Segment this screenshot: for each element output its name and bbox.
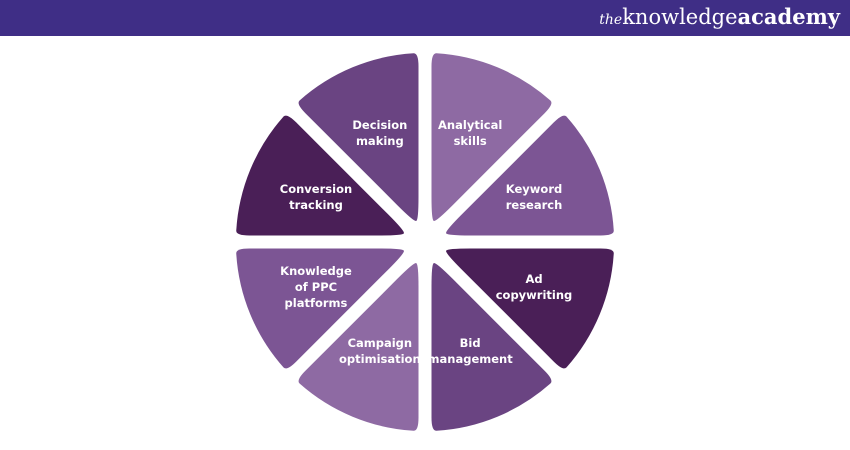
segment-label: Analytical skills	[438, 118, 502, 148]
wheel-segment-3	[446, 248, 614, 369]
segment-label-line: of PPC	[295, 280, 337, 294]
segment-label-line: Keyword	[506, 182, 562, 196]
logo-main: knowledge	[622, 5, 738, 29]
brand-logo[interactable]: theknowledgeacademy	[599, 4, 840, 29]
wheel-segment-8	[298, 53, 419, 221]
segment-label-line: making	[356, 134, 404, 148]
logo-prefix: the	[599, 12, 623, 28]
segment-label-line: optimisation	[339, 352, 421, 366]
wheel-segment-6	[236, 248, 404, 369]
wheel-segment-2	[446, 115, 614, 236]
segment-label-line: Bid	[460, 336, 481, 350]
segment-label-line: Decision	[352, 118, 407, 132]
wheel-segment-1	[431, 53, 552, 221]
segment-label-line: Campaign	[348, 336, 413, 350]
segment-label-line: Conversion	[280, 182, 352, 196]
segment-label-line: research	[506, 198, 563, 212]
logo-suffix: academy	[737, 4, 840, 29]
segment-label-line: Knowledge	[280, 264, 352, 278]
wheel-segment-7	[236, 115, 404, 236]
segment-label-line: management	[428, 352, 514, 366]
segment-label-line: Analytical	[438, 118, 502, 132]
segment-label: Keyword research	[506, 182, 563, 212]
segment-label: Knowledge of PPC platforms	[280, 264, 352, 310]
segment-label: Decision making	[352, 118, 407, 148]
segment-label-line: platforms	[285, 296, 348, 310]
wheel-segment-4	[431, 263, 552, 431]
segment-label: Ad copywriting	[496, 272, 573, 302]
segment-label-line: Ad	[525, 272, 542, 286]
header-bar: theknowledgeacademy	[0, 0, 850, 36]
wheel-segment-5	[298, 263, 419, 431]
segment-label: Conversion tracking	[280, 182, 352, 212]
segment-label-line: tracking	[289, 198, 343, 212]
segment-label: Campaign optimisation	[339, 336, 421, 366]
segment-label-line: copywriting	[496, 288, 573, 302]
segment-label: Bid management	[428, 336, 514, 366]
segment-label-line: skills	[454, 134, 487, 148]
